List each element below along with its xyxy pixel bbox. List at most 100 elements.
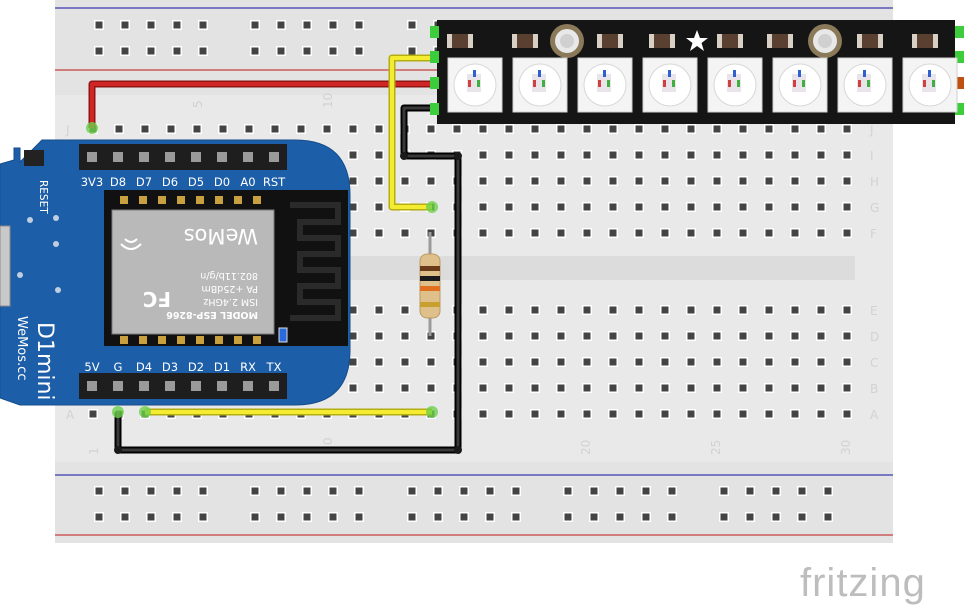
breadboard-hole — [374, 228, 384, 238]
breadboard-hole — [608, 124, 618, 134]
breadboard-hole — [556, 357, 566, 367]
breadboard-hole — [738, 409, 748, 419]
module-line-3: PA +25dBm — [202, 283, 259, 294]
breadboard-hole — [276, 486, 286, 496]
breadboard-hole — [660, 150, 670, 160]
esp-module-label: MODEL ESP-8266 ISM 2.4GHz PA +25dBm 802.… — [120, 224, 259, 320]
breadboard-hole — [634, 383, 644, 393]
breadboard-hole — [348, 305, 358, 315]
breadboard-hole — [94, 46, 104, 56]
breadboard-hole — [842, 357, 852, 367]
breadboard-hole — [198, 20, 208, 30]
breadboard-hole — [244, 124, 254, 134]
breadboard-hole — [686, 383, 696, 393]
breadboard-hole — [407, 46, 417, 56]
breadboard-hole — [686, 176, 696, 186]
breadboard-hole — [771, 512, 781, 522]
breadboard-hole — [816, 124, 826, 134]
breadboard-hole — [816, 150, 826, 160]
breadboard-hole — [634, 176, 644, 186]
breadboard-hole — [556, 305, 566, 315]
breadboard-hole — [374, 305, 384, 315]
breadboard-hole — [504, 228, 514, 238]
breadboard-hole — [94, 20, 104, 30]
module-line-2: ISM 2.4GHz — [203, 296, 258, 307]
breadboard-hole — [218, 124, 228, 134]
resistor-band-1 — [420, 266, 440, 271]
breadboard-hole — [686, 228, 696, 238]
breadboard-hole — [608, 228, 618, 238]
breadboard-hole — [764, 150, 774, 160]
breadboard-hole — [556, 331, 566, 341]
header-pin — [235, 144, 261, 170]
breadboard-hole — [478, 202, 488, 212]
breadboard-hole — [660, 331, 670, 341]
pin-label-3v3: 3V3 — [81, 175, 104, 189]
breadboard-hole — [634, 409, 644, 419]
castellation — [196, 196, 204, 204]
row-letter-h: H — [870, 175, 879, 189]
breadboard-hole — [667, 512, 677, 522]
header-pin — [183, 144, 209, 170]
castellation — [215, 336, 223, 344]
breadboard-hole — [712, 150, 722, 160]
breadboard-hole — [712, 305, 722, 315]
breadboard-hole — [374, 331, 384, 341]
resistor — [419, 232, 441, 336]
breadboard-hole — [615, 486, 625, 496]
led-strip-pads-left — [430, 26, 439, 115]
wifi-icon — [120, 238, 142, 250]
breadboard-hole — [348, 331, 358, 341]
breadboard-hole — [686, 150, 696, 160]
breadboard-hole — [302, 20, 312, 30]
breadboard-hole — [400, 357, 410, 367]
breadboard-hole — [608, 383, 618, 393]
breadboard-hole — [354, 486, 364, 496]
led-pixel — [577, 57, 633, 113]
breadboard-hole — [823, 512, 833, 522]
breadboard-hole — [738, 228, 748, 238]
breadboard-hole — [504, 409, 514, 419]
breadboard-hole — [478, 124, 488, 134]
breadboard-hole — [790, 305, 800, 315]
breadboard-hole — [478, 383, 488, 393]
esp-castellations — [120, 196, 261, 344]
breadboard-hole — [816, 331, 826, 341]
reset-button[interactable] — [24, 150, 44, 166]
breadboard-hole — [530, 150, 540, 160]
breadboard-hole — [250, 512, 260, 522]
breadboard-hole — [146, 20, 156, 30]
pin-label-d1: D1 — [214, 360, 230, 374]
header-pin — [131, 373, 157, 399]
breadboard-hole — [556, 150, 566, 160]
breadboard-hole — [745, 486, 755, 496]
breadboard-hole — [328, 20, 338, 30]
row-letters: J I H G F E D C B A J A — [65, 123, 879, 422]
breadboard-hole — [452, 124, 462, 134]
breadboard-hole — [764, 202, 774, 212]
pin-label-d2: D2 — [188, 360, 204, 374]
breadboard-hole — [504, 383, 514, 393]
breadboard-hole — [276, 46, 286, 56]
row-letter-i: I — [870, 149, 874, 163]
breadboard-hole — [764, 228, 774, 238]
board-vias — [17, 215, 61, 293]
breadboard-hole — [407, 512, 417, 522]
breadboard-hole — [504, 357, 514, 367]
breadboard-hole — [322, 124, 332, 134]
col-number-10: 10 — [321, 93, 335, 108]
breadboard-hole — [400, 228, 410, 238]
breadboard-hole — [426, 176, 436, 186]
breadboard-hole — [582, 305, 592, 315]
breadboard-hole — [712, 228, 722, 238]
breadboard-hole — [478, 305, 488, 315]
breadboard-hole — [120, 46, 130, 56]
castellation — [120, 336, 128, 344]
row-letter-f: F — [870, 227, 877, 241]
row-letter-e: E — [870, 304, 878, 318]
breadboard-hole — [530, 383, 540, 393]
breadboard-hole — [407, 20, 417, 30]
led-pixel — [902, 57, 958, 113]
led-pixel — [837, 57, 893, 113]
breadboard-hole — [582, 383, 592, 393]
